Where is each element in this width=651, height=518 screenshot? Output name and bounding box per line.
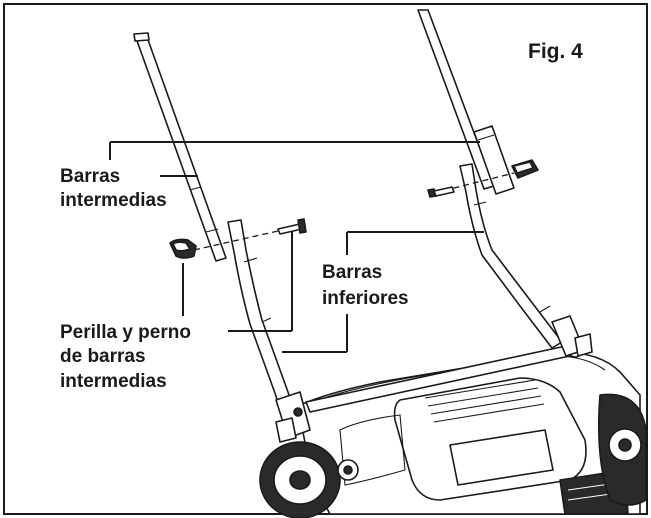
label-barras-intermedias-line1: Barras — [60, 166, 120, 187]
left-lower-bar — [227, 219, 311, 443]
callout-lines — [109, 141, 484, 353]
label-barras-inferiores-line1: Barras — [322, 262, 382, 283]
right-knob-bolt — [427, 159, 539, 198]
label-perilla-line1: Perilla y perno — [60, 322, 191, 343]
right-lower-bar — [459, 163, 593, 357]
dethatcher-body — [259, 351, 647, 518]
left-knob-bolt — [169, 218, 307, 259]
label-perilla-line3: intermedias — [60, 371, 167, 392]
label-barras-inferiores-line2: inferiores — [322, 288, 409, 309]
label-barras-intermedias-line2: intermedias — [60, 190, 167, 211]
right-middle-bar — [417, 9, 515, 195]
label-perilla-line2: de barras — [60, 346, 146, 367]
left-middle-bar — [133, 32, 227, 262]
figure-number: Fig. 4 — [528, 40, 583, 63]
